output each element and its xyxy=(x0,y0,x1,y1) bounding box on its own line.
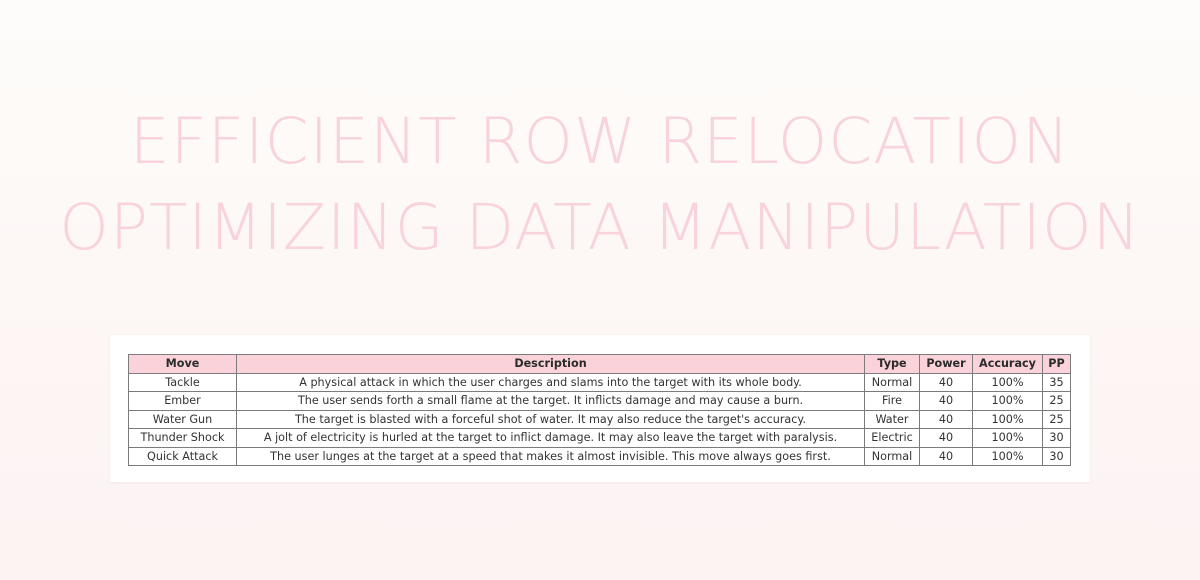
column-header-description[interactable]: Description xyxy=(236,354,865,374)
cell-power[interactable]: 40 xyxy=(919,391,973,411)
cell-accuracy[interactable]: 100% xyxy=(972,372,1043,392)
cell-power[interactable]: 40 xyxy=(919,446,973,466)
table-row[interactable]: Quick Attack The user lunges at the targ… xyxy=(128,446,1071,466)
cell-pp[interactable]: 35 xyxy=(1042,372,1071,392)
cell-pp[interactable]: 30 xyxy=(1042,446,1071,466)
cell-description[interactable]: A jolt of electricity is hurled at the t… xyxy=(236,428,865,448)
cell-type[interactable]: Normal xyxy=(864,372,920,392)
column-header-accuracy[interactable]: Accuracy xyxy=(972,354,1043,374)
cell-move[interactable]: Water Gun xyxy=(128,409,237,429)
cell-description[interactable]: A physical attack in which the user char… xyxy=(236,372,865,392)
page-title-line-2: OPTIMIZING DATA MANIPULATION xyxy=(59,191,1141,265)
cell-power[interactable]: 40 xyxy=(919,409,973,429)
cell-move[interactable]: Tackle xyxy=(128,372,237,392)
table-row[interactable]: Thunder Shock A jolt of electricity is h… xyxy=(128,428,1071,448)
cell-move[interactable]: Thunder Shock xyxy=(128,428,237,448)
cell-type[interactable]: Fire xyxy=(864,391,920,411)
cell-pp[interactable]: 25 xyxy=(1042,409,1071,429)
page-title: EFFICIENT ROW RELOCATION OPTIMIZING DATA… xyxy=(0,105,1200,265)
cell-accuracy[interactable]: 100% xyxy=(972,409,1043,429)
spreadsheet-card: Move Description Type Power Accuracy PP … xyxy=(110,335,1090,482)
table-header-row: Move Description Type Power Accuracy PP xyxy=(128,354,1071,374)
table-row[interactable]: Tackle A physical attack in which the us… xyxy=(128,372,1071,392)
moves-table[interactable]: Move Description Type Power Accuracy PP … xyxy=(128,354,1071,466)
column-header-type[interactable]: Type xyxy=(864,354,920,374)
cell-type[interactable]: Water xyxy=(864,409,920,429)
cell-power[interactable]: 40 xyxy=(919,372,973,392)
cell-type[interactable]: Electric xyxy=(864,428,920,448)
cell-accuracy[interactable]: 100% xyxy=(972,391,1043,411)
cell-description[interactable]: The target is blasted with a forceful sh… xyxy=(236,409,865,429)
column-header-power[interactable]: Power xyxy=(919,354,973,374)
table-row[interactable]: Ember The user sends forth a small flame… xyxy=(128,391,1071,411)
cell-description[interactable]: The user lunges at the target at a speed… xyxy=(236,446,865,466)
page-title-line-1: EFFICIENT ROW RELOCATION xyxy=(129,105,1071,178)
cell-description[interactable]: The user sends forth a small flame at th… xyxy=(236,391,865,411)
cell-move[interactable]: Quick Attack xyxy=(128,446,237,466)
cell-accuracy[interactable]: 100% xyxy=(972,428,1043,448)
cell-type[interactable]: Normal xyxy=(864,446,920,466)
table-body: Tackle A physical attack in which the us… xyxy=(128,372,1071,466)
cell-pp[interactable]: 25 xyxy=(1042,391,1071,411)
column-header-move[interactable]: Move xyxy=(128,354,237,374)
cell-power[interactable]: 40 xyxy=(919,428,973,448)
cell-move[interactable]: Ember xyxy=(128,391,237,411)
column-header-pp[interactable]: PP xyxy=(1042,354,1071,374)
cell-pp[interactable]: 30 xyxy=(1042,428,1071,448)
cell-accuracy[interactable]: 100% xyxy=(972,446,1043,466)
table-row[interactable]: Water Gun The target is blasted with a f… xyxy=(128,409,1071,429)
